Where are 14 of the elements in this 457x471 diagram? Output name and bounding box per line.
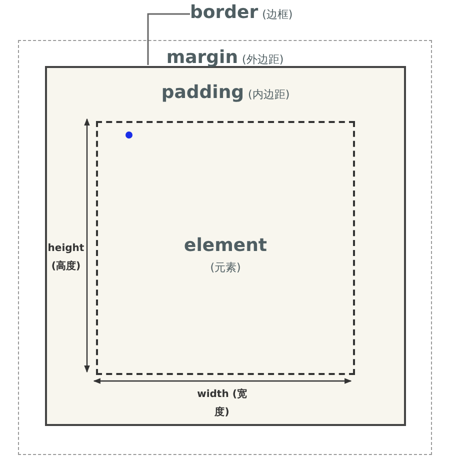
box-heading: padding <box>161 82 244 103</box>
box-heading: margin <box>166 47 238 68</box>
dashed-box <box>18 40 432 455</box>
box-subtitle: (边框) <box>262 8 293 21</box>
box-subtitle: (内边距) <box>248 88 290 101</box>
border-box <box>45 66 406 426</box>
dimension-label: width (宽度) <box>196 387 248 420</box>
dimension-label: height (高度) <box>46 242 86 274</box>
content-box <box>96 121 355 375</box>
box-heading: element <box>184 235 267 256</box>
box-subtitle: (外边距) <box>242 53 284 66</box>
box-heading: border <box>190 2 258 23</box>
leader-line <box>147 13 190 65</box>
box-subtitle: (元素) <box>210 261 241 274</box>
